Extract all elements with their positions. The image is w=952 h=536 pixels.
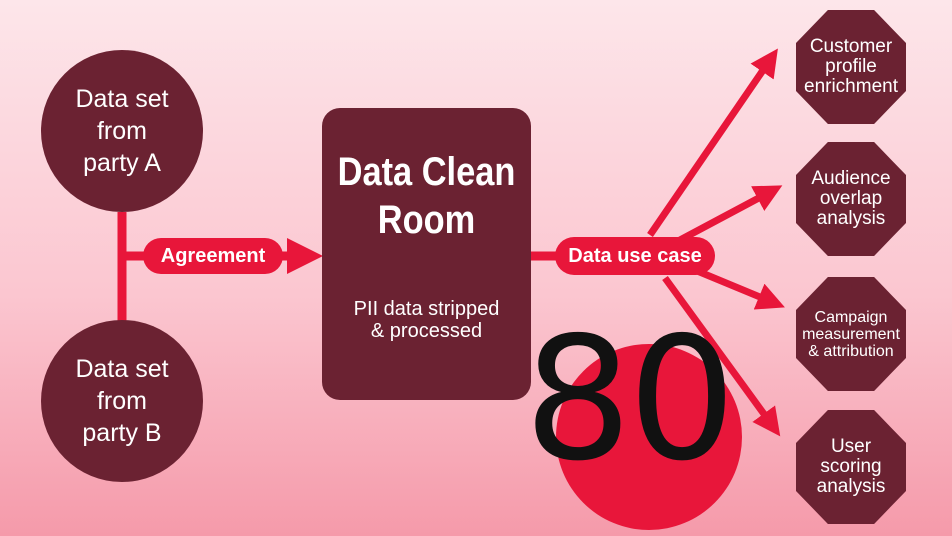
data-use-case-pill: Data use case [555, 237, 715, 275]
use-case-label: Audience overlap analysis [811, 168, 891, 229]
party-a-node: Data set from party A [41, 50, 203, 212]
party-b-label: Data set from party B [75, 355, 169, 447]
use-case-audience-overlap: Audience overlap analysis [796, 142, 906, 256]
use-case-label: Customer profile enrichment [804, 36, 898, 97]
agreement-pill: Agreement [143, 238, 283, 274]
use-case-label: User scoring analysis [816, 436, 886, 497]
use-case-campaign-measurement: Campaign measurement & attribution [796, 277, 906, 391]
badge-number: 80 [523, 301, 736, 499]
use-case-label: Campaign measurement & attribution [802, 308, 900, 360]
clean-room-box: Data Clean Room PII data stripped & proc… [322, 108, 531, 400]
usecase-arrow-3 [688, 264, 785, 310]
clean-room-title: Data Clean Room [337, 150, 516, 242]
usecase-arrow-2 [678, 185, 783, 244]
clean-room-subtitle: PII data stripped & processed [353, 298, 500, 342]
use-case-customer-profile: Customer profile enrichment [796, 10, 906, 124]
usecase-arrow-1 [647, 48, 778, 237]
usecase-arrow-4 [662, 275, 781, 437]
party-a-label: Data set from party A [75, 85, 169, 177]
badge-circle [556, 344, 742, 530]
use-case-user-scoring: User scoring analysis [796, 410, 906, 524]
party-b-node: Data set from party B [41, 320, 203, 482]
